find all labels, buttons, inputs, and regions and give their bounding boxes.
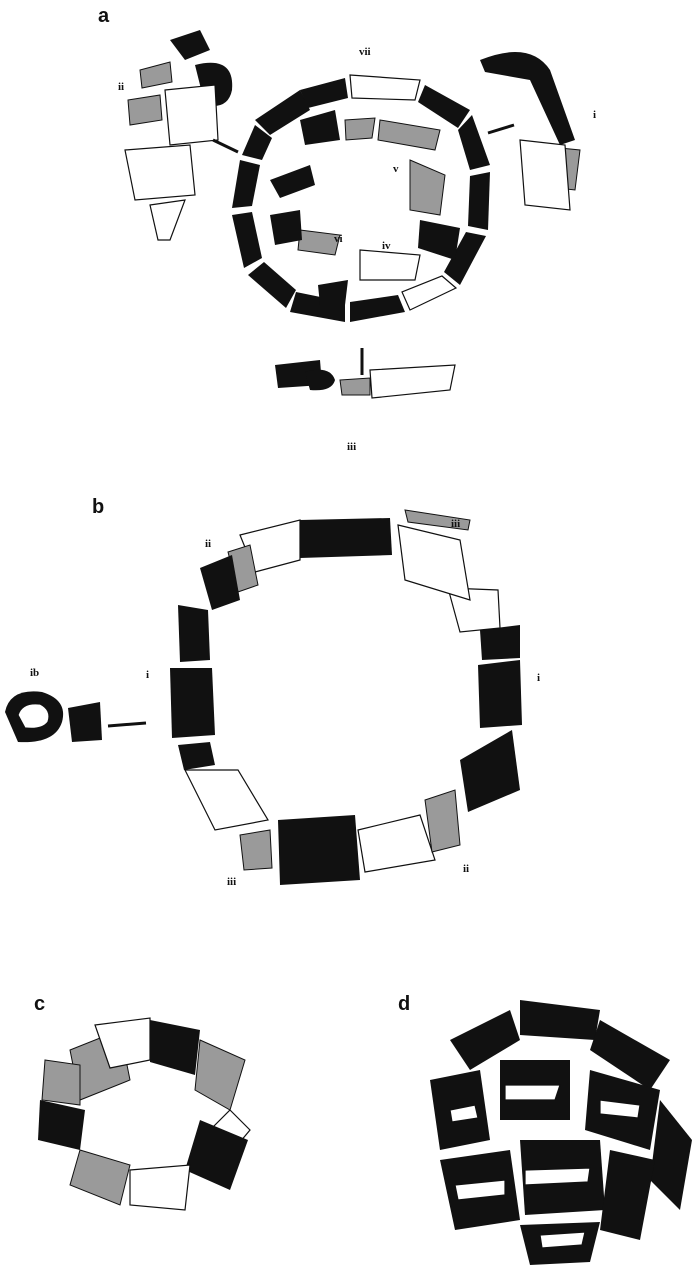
- label-b-ii-bottom: ii: [463, 863, 469, 875]
- panel-c: c: [34, 993, 250, 1210]
- connector-a-ii: [213, 140, 238, 152]
- panel-letter-d: d: [398, 993, 410, 1015]
- label-b-iii-top: iii: [451, 518, 460, 530]
- panel-letter-b: b: [92, 496, 104, 518]
- panel-b-ring: [170, 510, 530, 885]
- label-a-iv: iv: [382, 240, 391, 252]
- label-b-iii-bottom: iii: [227, 876, 236, 888]
- panel-a-fragment-ii: [125, 30, 232, 240]
- panel-b: b ii iii i i iii ii: [5, 496, 540, 888]
- label-b-ii-top: ii: [205, 538, 211, 550]
- label-a-vi: vi: [334, 233, 343, 245]
- label-b-i-left: i: [146, 669, 149, 681]
- panel-a-ring: [232, 75, 490, 322]
- panel-a: a: [98, 5, 596, 453]
- panel-letter-a: a: [98, 5, 110, 27]
- label-a-i: i: [593, 109, 596, 121]
- label-a-vii: vii: [359, 46, 371, 58]
- label-a-ii: ii: [118, 81, 124, 93]
- label-b-i-right: i: [537, 672, 540, 684]
- label-a-v: v: [393, 163, 399, 175]
- panel-letter-c: c: [34, 993, 45, 1015]
- connector-a-i: [488, 125, 514, 133]
- panel-b-fragment-ib: [5, 691, 102, 742]
- label-b-ib: ib: [30, 667, 39, 679]
- connector-b-ib: [108, 723, 146, 726]
- panel-d-disc: [430, 1000, 692, 1265]
- label-a-iii: iii: [347, 441, 356, 453]
- panel-c-ring: [38, 1018, 250, 1210]
- panel-a-fragment-iii: [275, 360, 455, 398]
- panel-d: d: [398, 993, 692, 1265]
